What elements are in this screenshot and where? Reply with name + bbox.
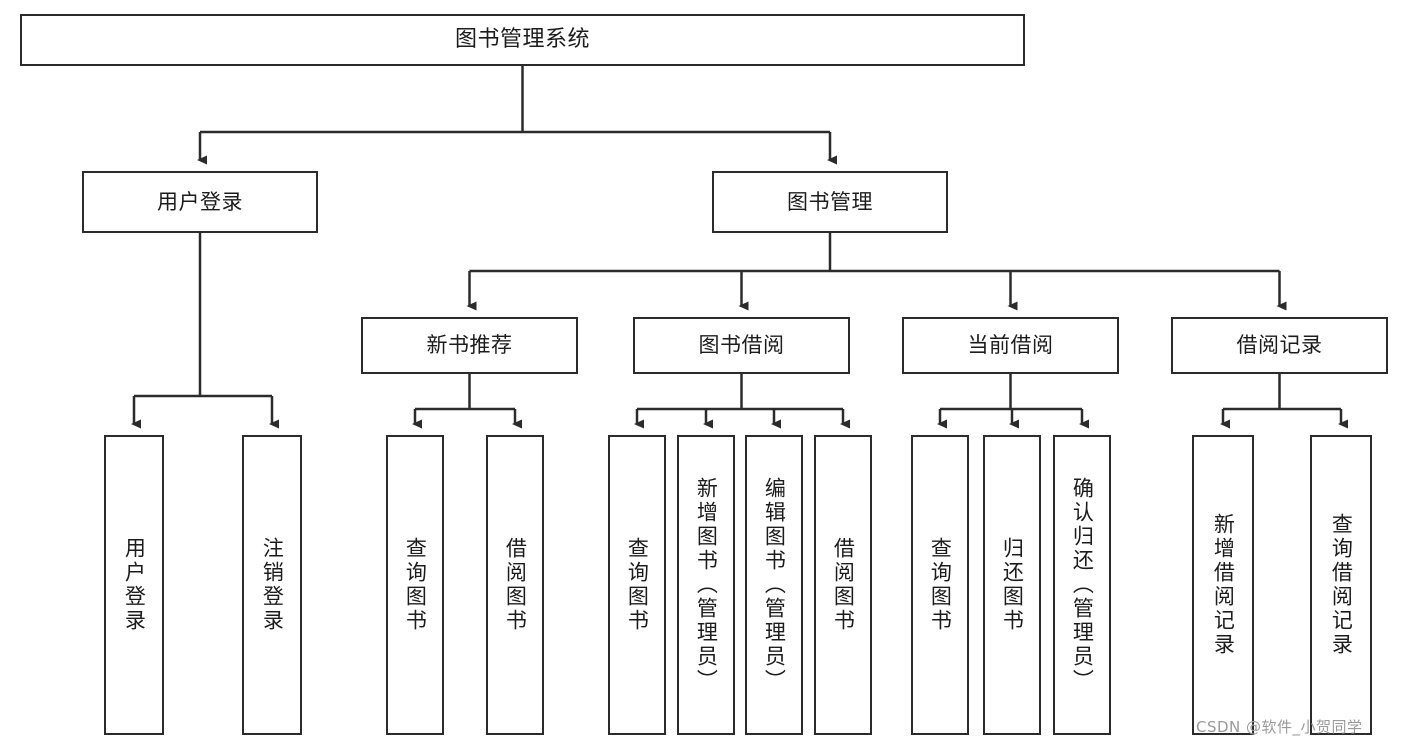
node-root[interactable]: 图书管理系统: [20, 14, 1025, 66]
node-label: 用户登录: [122, 537, 147, 633]
node-user-login[interactable]: 用户登录: [82, 171, 318, 233]
node-current-borrow[interactable]: 当前借阅: [902, 317, 1119, 374]
node-label: 查询图书: [403, 537, 428, 633]
node-label: 注销登录: [260, 537, 285, 633]
node-label: 图书借阅: [698, 333, 785, 358]
node-label: 新增图书（管理员）: [694, 477, 719, 693]
node-leaf-query-record[interactable]: 查询借阅记录: [1310, 435, 1372, 735]
node-label: 查询借阅记录: [1329, 513, 1354, 657]
node-leaf-query-book-1[interactable]: 查询图书: [386, 435, 444, 735]
node-leaf-add-book[interactable]: 新增图书（管理员）: [677, 435, 735, 735]
node-label: 借阅记录: [1236, 333, 1323, 358]
node-leaf-query-book-2[interactable]: 查询图书: [608, 435, 666, 735]
node-leaf-confirm-return[interactable]: 确认归还（管理员）: [1053, 435, 1111, 735]
node-leaf-borrow-book-1[interactable]: 借阅图书: [486, 435, 544, 735]
node-borrow-record[interactable]: 借阅记录: [1171, 317, 1388, 374]
node-label: 查询图书: [625, 537, 650, 633]
node-label: 借阅图书: [831, 537, 856, 633]
node-label: 查询图书: [928, 537, 953, 633]
node-book-manage[interactable]: 图书管理: [712, 171, 948, 233]
node-book-borrow[interactable]: 图书借阅: [633, 317, 850, 374]
node-label: 新书推荐: [426, 333, 513, 358]
node-label: 编辑图书（管理员）: [762, 477, 787, 693]
node-leaf-edit-book[interactable]: 编辑图书（管理员）: [745, 435, 803, 735]
node-leaf-add-record[interactable]: 新增借阅记录: [1192, 435, 1254, 735]
node-new-book-rec[interactable]: 新书推荐: [361, 317, 578, 374]
node-label: 归还图书: [1000, 537, 1025, 633]
node-label: 图书管理: [787, 189, 873, 214]
watermark-label: CSDN @软件_小贺同学: [1196, 718, 1363, 736]
node-label: 当前借阅: [967, 333, 1054, 358]
node-label: 图书管理系统: [454, 27, 590, 53]
node-label: 新增借阅记录: [1211, 513, 1236, 657]
node-leaf-return-book[interactable]: 归还图书: [983, 435, 1041, 735]
node-leaf-borrow-book-2[interactable]: 借阅图书: [814, 435, 872, 735]
node-leaf-query-book-3[interactable]: 查询图书: [911, 435, 969, 735]
node-label: 确认归还（管理员）: [1070, 477, 1095, 693]
node-leaf-logout[interactable]: 注销登录: [242, 435, 302, 735]
node-label: 借阅图书: [503, 537, 528, 633]
node-leaf-user-login[interactable]: 用户登录: [104, 435, 164, 735]
node-label: 用户登录: [157, 189, 243, 214]
